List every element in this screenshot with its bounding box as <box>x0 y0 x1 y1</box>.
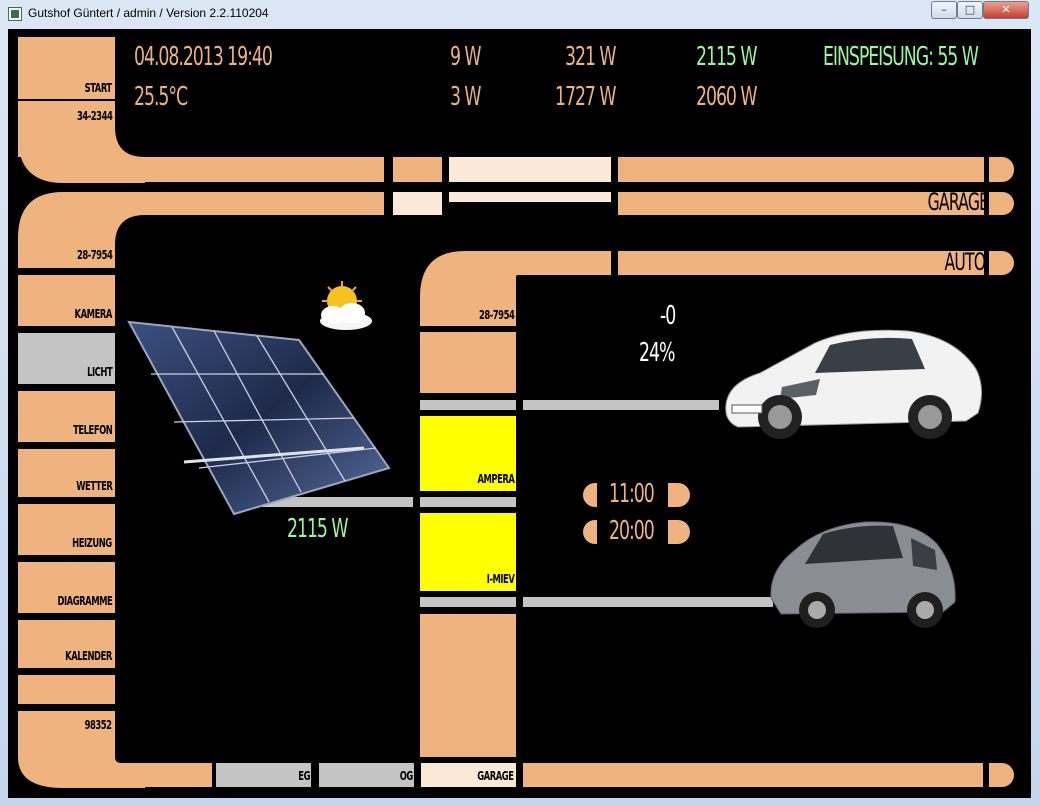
tab-og-label: OG <box>399 769 414 783</box>
tab-garage[interactable] <box>421 763 516 787</box>
code-label-top: 34-2344 <box>76 109 113 123</box>
sidebar-item-label: KALENDER <box>65 649 112 663</box>
top-bar-end <box>989 157 1014 182</box>
temperature: 25.5°C <box>134 82 188 112</box>
top-bar-3 <box>449 157 611 182</box>
power-value-c2: 2060 W <box>696 82 757 112</box>
sidebar-block-code[interactable] <box>18 246 115 268</box>
timer1-right-cap <box>668 483 690 507</box>
sidebar-item-label: DIAGRAMME <box>57 594 112 608</box>
sidebar-blank-block[interactable] <box>18 675 115 704</box>
solar-connector <box>258 497 413 507</box>
ampera-charge: 24% <box>639 338 675 368</box>
sidebar-item-label: WETTER <box>75 479 113 493</box>
bottom-bar-1 <box>116 763 212 787</box>
ampera-value: -0 <box>660 301 676 331</box>
middle-block-1[interactable] <box>420 332 516 393</box>
maximize-button[interactable]: □ <box>957 1 983 19</box>
sidebar-item-heizung[interactable] <box>18 504 115 555</box>
sidebar-item-wetter[interactable] <box>18 449 115 497</box>
sidebar-item-label: KAMERA <box>74 307 113 321</box>
second-bar-2 <box>393 192 442 215</box>
car-imiev-label: I-MIEV <box>486 572 514 586</box>
date-time: 04.08.2013 19:40 <box>134 42 273 72</box>
solar-power-value: 2115 W <box>287 514 348 544</box>
minimize-button[interactable]: – <box>931 1 957 19</box>
middle-block-bottom <box>420 614 516 757</box>
power-value-c1: 2115 W <box>696 42 757 72</box>
second-bar-end <box>989 192 1014 215</box>
timer2-value[interactable]: 20:00 <box>609 516 655 546</box>
sidebar-item-telefon[interactable] <box>18 391 115 442</box>
code-label-bottom: 98352 <box>85 718 112 732</box>
imiev-car-image <box>770 521 956 628</box>
main-elbow-corner <box>18 192 145 248</box>
power-value-a2: 3 W <box>450 82 482 112</box>
solar-panel-image <box>127 320 391 516</box>
timer1-value[interactable]: 11:00 <box>609 479 655 509</box>
tab-eg-label: EG <box>298 769 310 783</box>
partly-sunny-icon <box>320 281 372 330</box>
garage-header: GARAGE <box>927 188 988 216</box>
power-value-b1: 321 W <box>565 42 617 72</box>
tab-og[interactable] <box>319 763 414 787</box>
window-title: Gutshof Güntert / admin / Version 2.2.11… <box>28 6 269 20</box>
app-icon <box>8 7 22 21</box>
sidebar-item-kalender[interactable] <box>18 620 115 668</box>
bottom-bar-2 <box>523 763 983 787</box>
imiev-connector <box>523 597 773 607</box>
autos-header: AUTOS <box>943 248 995 276</box>
autos-bar-end <box>989 251 1014 275</box>
middle-grey-1 <box>420 400 516 410</box>
power-value-a1: 9 W <box>450 42 482 72</box>
tab-garage-label: GARAGE <box>477 769 515 783</box>
sidebar-block-bottom[interactable] <box>18 711 115 757</box>
sidebar-item-kamera[interactable] <box>18 275 115 326</box>
sidebar-item-licht[interactable] <box>18 333 115 384</box>
sidebar-item-diagramme[interactable] <box>18 562 115 613</box>
top-code-block[interactable] <box>18 101 115 127</box>
feed-in-value: EINSPEISUNG: 55 W <box>823 42 979 72</box>
top-elbow-corner <box>18 127 145 183</box>
title-bar: Gutshof Güntert / admin / Version 2.2.11… <box>0 0 1040 28</box>
sidebar-item-label: TELEFON <box>72 423 113 437</box>
top-bar-1 <box>116 157 384 182</box>
ampera-connector <box>523 400 719 410</box>
top-bar-4 <box>618 157 984 182</box>
second-bar-3 <box>449 192 611 202</box>
close-button[interactable]: ✕ <box>983 1 1029 19</box>
garage-bar[interactable] <box>618 192 984 215</box>
top-start-block[interactable] <box>18 37 115 99</box>
middle-grey-2 <box>420 497 516 507</box>
top-bar-2 <box>393 157 442 182</box>
tab-eg[interactable] <box>216 763 311 787</box>
timer2-right-cap <box>668 520 690 544</box>
autos-elbow-corner <box>420 251 518 326</box>
code-label-mid: 28-7954 <box>76 248 113 262</box>
ampera-car-image <box>725 329 982 439</box>
car-imiev-button[interactable] <box>420 513 516 591</box>
autos-bar[interactable] <box>618 251 984 275</box>
car-ampera-label: AMPERA <box>476 472 514 486</box>
sidebar-item-label: HEIZUNG <box>72 536 112 550</box>
power-value-b2: 1727 W <box>555 82 616 112</box>
sidebar-item-label: LICHT <box>86 365 113 379</box>
autos-bar-1 <box>518 251 611 275</box>
middle-code-label: 28-7954 <box>478 308 515 322</box>
bottom-bar-end <box>989 763 1014 787</box>
timer1-left-cap <box>583 483 597 507</box>
start-label: START <box>84 81 113 95</box>
main-screen: START 34-2344 04.08.2013 19:40 25.5°C 9 … <box>8 29 1031 798</box>
second-bar-1 <box>116 192 384 215</box>
car-ampera-button[interactable] <box>420 416 516 491</box>
timer2-left-cap <box>583 520 597 544</box>
bottom-elbow-corner <box>18 757 145 788</box>
middle-grey-3 <box>420 597 516 607</box>
